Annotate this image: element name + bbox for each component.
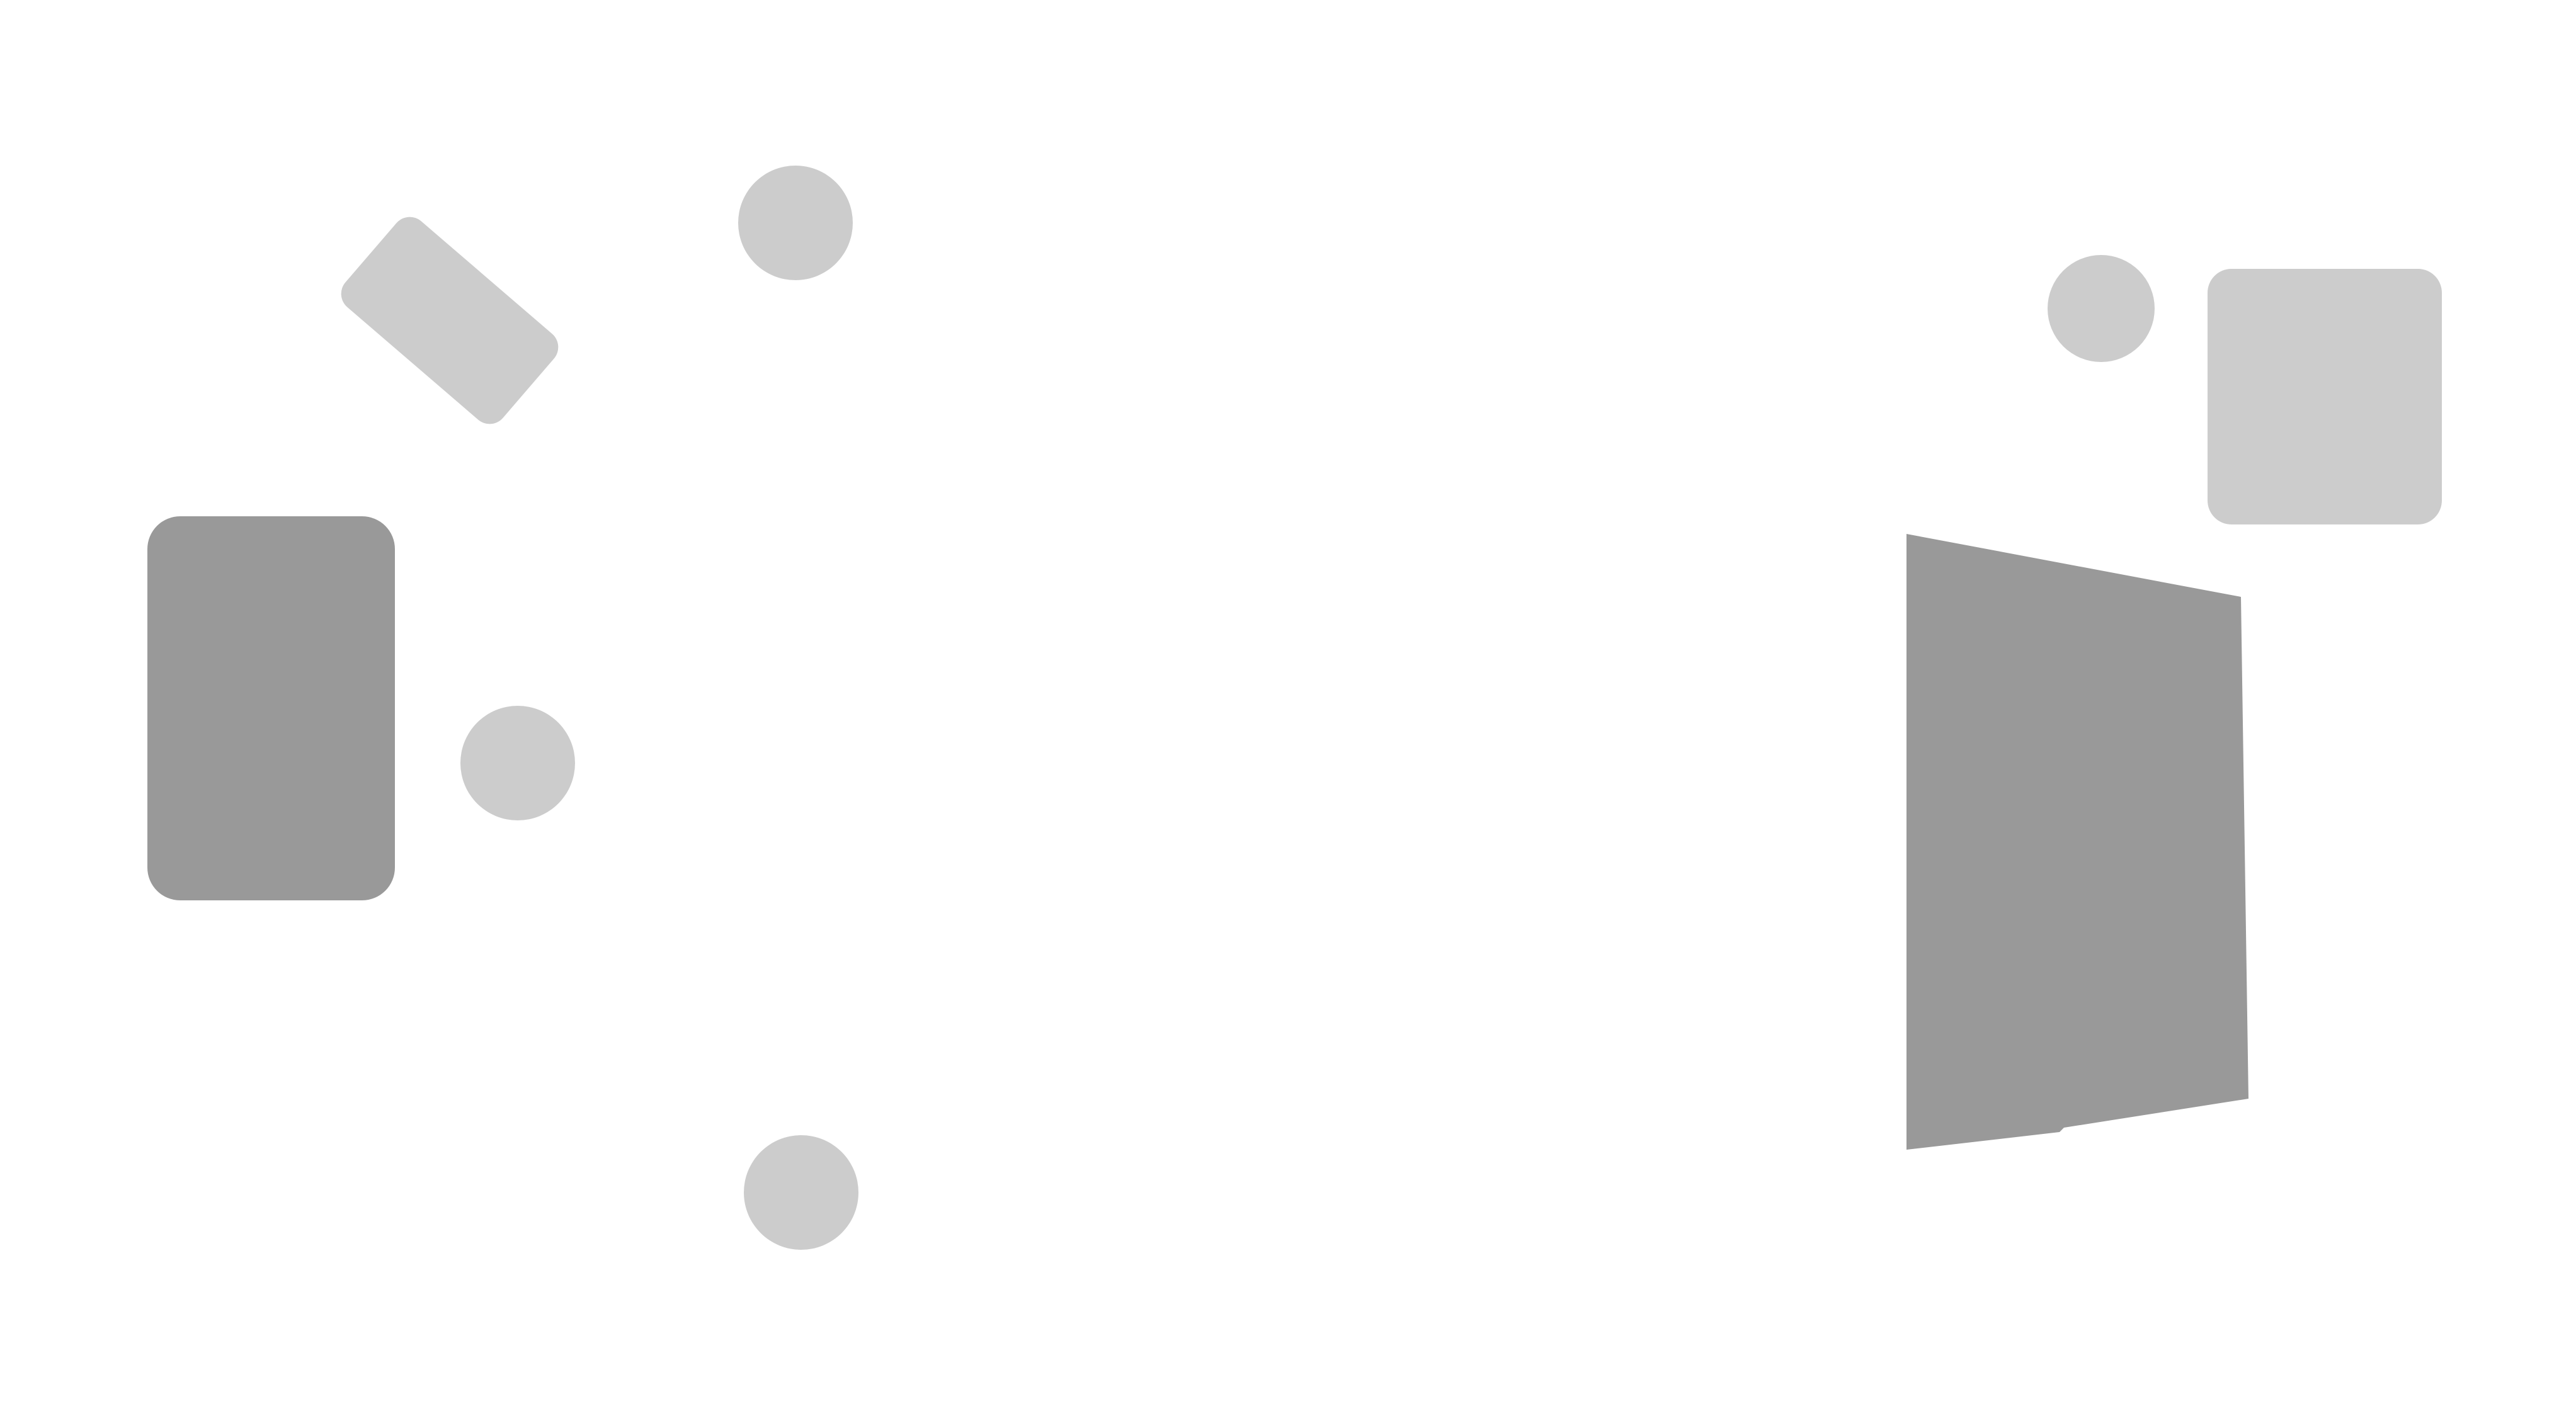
circle-top bbox=[738, 166, 853, 280]
quadrilateral-dark-right bbox=[1906, 534, 2248, 1150]
circle-right bbox=[2048, 255, 2155, 362]
circle-bottom bbox=[744, 1135, 858, 1250]
rotated-rectangle-light bbox=[341, 217, 559, 424]
circle-middle bbox=[460, 706, 575, 820]
rounded-square-light-right bbox=[2208, 269, 2442, 524]
rounded-rectangle-dark-left bbox=[147, 516, 395, 900]
